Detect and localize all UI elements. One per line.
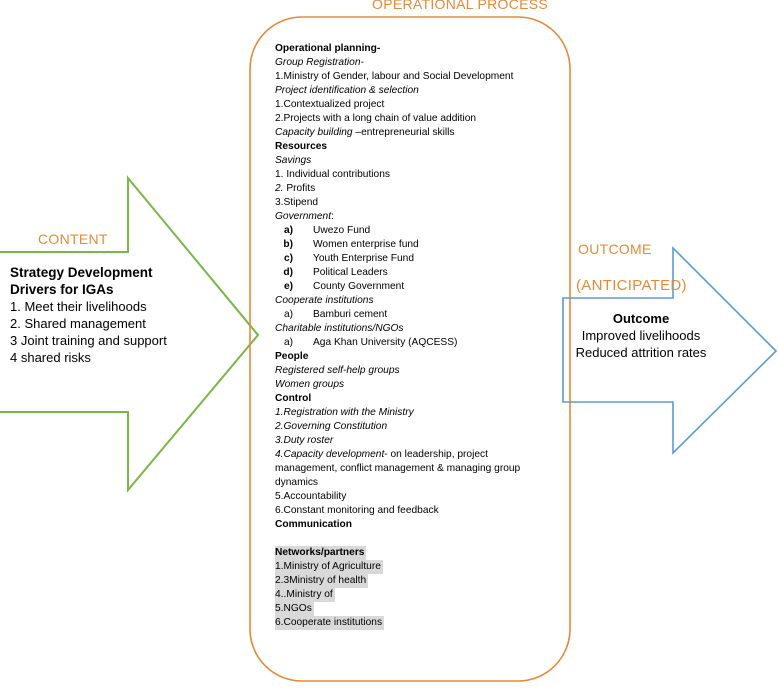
content-item: 1. Meet their livelihoods	[10, 299, 147, 314]
process-line: 1.Registration with the Ministry	[275, 407, 414, 418]
item-letter: a)	[283, 309, 293, 320]
content-title-line2: Drivers for IGAs	[10, 282, 114, 297]
item-letter: e)	[283, 281, 293, 292]
network-item: 1.Ministry of Agriculture	[275, 560, 383, 574]
government-item: c) Youth Enterprise Fund	[275, 252, 575, 266]
item-text: County Government	[313, 281, 405, 292]
item-text: Youth Enterprise Fund	[313, 253, 414, 264]
government-item: a) Uwezo Fund	[275, 224, 575, 238]
item-text: Aga Khan University (AQCESS)	[313, 337, 458, 348]
cooperate-item: a) Bamburi cement	[275, 308, 575, 322]
process-line: 1. Individual contributions	[275, 169, 390, 180]
government-line: Government:	[275, 210, 575, 224]
networks-heading: Networks/partners	[275, 546, 367, 560]
item-text: Bamburi cement	[313, 309, 388, 320]
anticipated-label: (ANTICIPATED)	[576, 277, 687, 294]
process-line: 5.Accountability	[275, 491, 347, 502]
group-registration-label: Group Registration-	[275, 57, 364, 68]
resources-heading: Resources	[275, 141, 328, 152]
capacity-development-label: 4.Capacity development	[275, 449, 385, 460]
outcome-header: OUTCOME	[578, 241, 652, 257]
network-item: 6.Cooperate institutions	[275, 616, 385, 630]
content-item: 2. Shared management	[10, 316, 146, 331]
charitable-label: Charitable institutions/NGOs	[275, 323, 404, 334]
profits-text: Profits	[283, 183, 316, 194]
content-title-line1: Strategy Development	[10, 265, 153, 280]
people-heading: People	[275, 351, 309, 362]
content-text: Strategy Development Drivers for IGAs 1.…	[10, 264, 250, 366]
item-text: Political Leaders	[313, 267, 388, 278]
control-heading: Control	[275, 393, 312, 404]
item-letter: b)	[283, 239, 293, 250]
process-text: Operational planning- Group Registration…	[275, 42, 575, 630]
item-text: Uwezo Fund	[313, 225, 371, 236]
process-line: 2.Projects with a long chain of value ad…	[275, 113, 477, 124]
op-planning-heading: Operational planning-	[275, 43, 381, 54]
process-line: 1.Contextualized project	[275, 99, 385, 110]
process-line: dynamics	[275, 477, 319, 488]
process-line: Women groups	[275, 379, 345, 390]
item-letter: a)	[283, 225, 293, 236]
government-item: d) Political Leaders	[275, 266, 575, 280]
content-arrow	[0, 175, 260, 493]
network-item: 4..Ministry of	[275, 588, 335, 602]
outcome-text: Outcome Improved livelihoods Reduced att…	[566, 310, 716, 361]
process-line: management, conflict management & managi…	[275, 463, 521, 474]
capacity-building-line: Capacity building –entrepreneurial skill…	[275, 126, 575, 140]
item-letter: a)	[283, 337, 293, 348]
network-item: 5.NGOs	[275, 602, 314, 616]
process-line: Registered self-help groups	[275, 365, 400, 376]
process-line: 3.Duty roster	[275, 435, 334, 446]
content-item: 3 Joint training and support	[10, 333, 167, 348]
profits-number: 2.	[275, 183, 284, 194]
content-header: CONTENT	[38, 231, 108, 247]
process-line: 1.Ministry of Gender, labour and Social …	[275, 71, 514, 82]
item-text: Women enterprise fund	[313, 239, 419, 250]
communication-heading: Communication	[275, 519, 352, 530]
item-letter: c)	[283, 253, 293, 264]
process-line: 2.Governing Constitution	[275, 421, 388, 432]
project-identification-label: Project identification & selection	[275, 85, 419, 96]
process-box	[249, 16, 571, 682]
cooperate-label: Cooperate institutions	[275, 295, 374, 306]
capacity-building-text: –entrepreneurial skills	[352, 127, 455, 138]
outcome-line: Reduced attrition rates	[575, 345, 707, 360]
process-line: 6.Constant monitoring and feedback	[275, 505, 439, 516]
charitable-item: a) Aga Khan University (AQCESS)	[275, 336, 575, 350]
item-letter: d)	[283, 267, 293, 278]
government-item: e) County Government	[275, 280, 575, 294]
outcome-arrow	[562, 246, 778, 455]
process-header: OPERATIONAL PROCESS	[372, 0, 549, 12]
government-label: Government	[275, 211, 332, 222]
capacity-building-label: Capacity building	[275, 127, 353, 138]
outcome-line: Improved livelihoods	[581, 328, 701, 343]
government-item: b) Women enterprise fund	[275, 238, 575, 252]
process-line: 3.Stipend	[275, 197, 319, 208]
capacity-development-text: - on leadership, project	[384, 449, 488, 460]
government-colon: :	[331, 211, 334, 222]
process-line: 2. Profits	[275, 182, 575, 196]
network-item: 2.3Ministry of health	[275, 574, 369, 588]
capacity-development-line: 4.Capacity development- on leadership, p…	[275, 448, 575, 462]
savings-label: Savings	[275, 155, 312, 166]
content-item: 4 shared risks	[10, 350, 91, 365]
outcome-title: Outcome	[612, 311, 670, 326]
